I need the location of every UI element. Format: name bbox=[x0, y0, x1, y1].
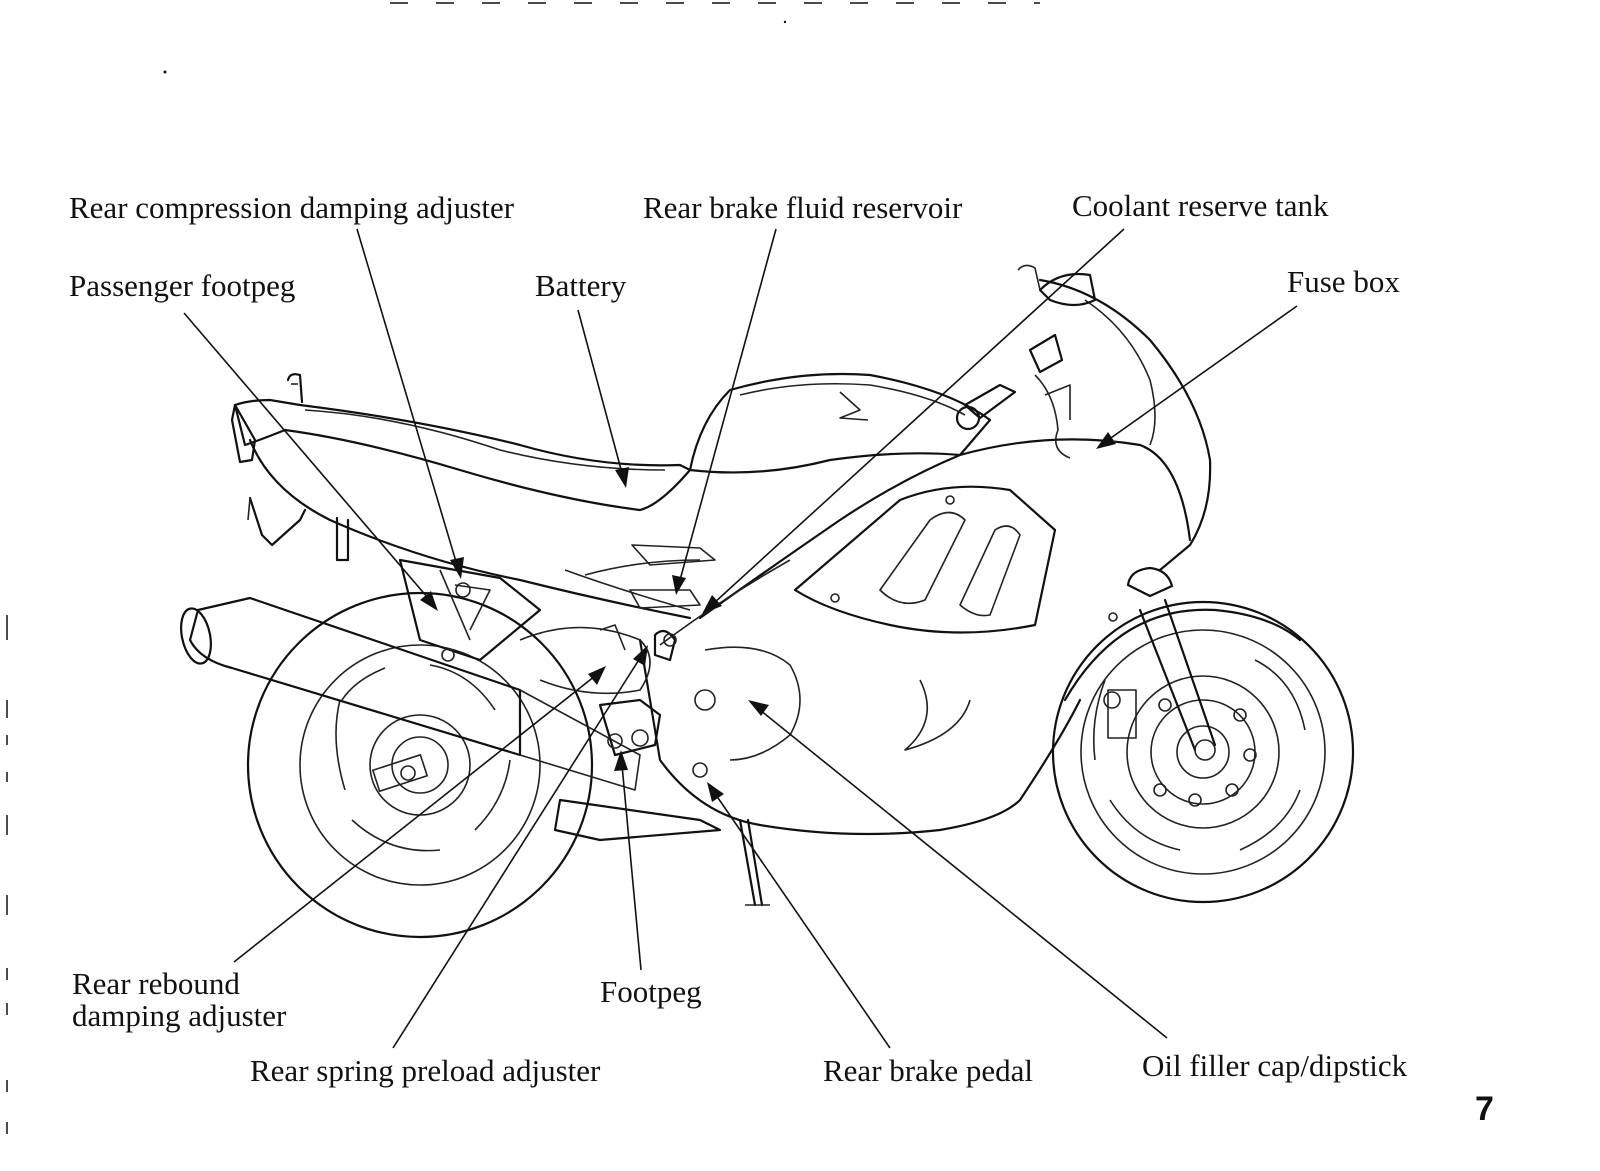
label-oil-filler-cap-dipstick: Oil filler cap/dipstick bbox=[1142, 1048, 1408, 1083]
label-passenger-footpeg: Passenger footpeg bbox=[69, 268, 296, 303]
front-fork bbox=[1063, 598, 1302, 761]
label-fuse-box: Fuse box bbox=[1287, 264, 1400, 299]
label-battery: Battery bbox=[535, 268, 627, 303]
label-rear-compression-damping-adjuster: Rear compression damping adjuster bbox=[69, 190, 515, 225]
rear-wheel bbox=[246, 591, 594, 939]
fairing bbox=[564, 264, 1212, 836]
muffler bbox=[180, 596, 722, 842]
label-rear-spring-preload-adjuster: Rear spring preload adjuster bbox=[250, 1053, 601, 1088]
scan-marks bbox=[6, 2, 1040, 1134]
front-wheel bbox=[1051, 600, 1355, 904]
leader-lines bbox=[183, 228, 1298, 1049]
label-rear-brake-pedal: Rear brake pedal bbox=[823, 1053, 1033, 1088]
label-rear-brake-fluid-reservoir: Rear brake fluid reservoir bbox=[643, 190, 963, 225]
label-coolant-reserve-tank: Coolant reserve tank bbox=[1072, 188, 1329, 223]
page-number: 7 bbox=[1475, 1090, 1494, 1128]
seat-tail bbox=[230, 373, 692, 620]
handlebar-area bbox=[955, 333, 1174, 598]
swingarm-area bbox=[398, 558, 770, 907]
label-rear-rebound-damping-adjuster: Rear rebound damping adjuster bbox=[72, 966, 287, 1033]
label-footpeg: Footpeg bbox=[600, 974, 702, 1009]
